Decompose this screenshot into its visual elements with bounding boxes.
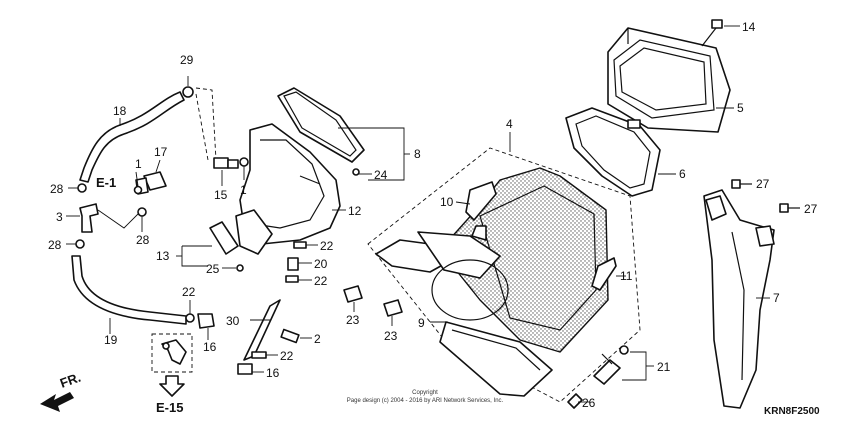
ref-e15: E-15 bbox=[156, 400, 183, 415]
callout-20: 20 bbox=[314, 257, 328, 271]
tee-joint-3 bbox=[66, 203, 141, 233]
callout-21: 21 bbox=[657, 360, 671, 374]
clamp-13 bbox=[176, 221, 239, 267]
callout-4: 4 bbox=[506, 117, 513, 131]
side-cover bbox=[703, 189, 775, 409]
clamp-22-top bbox=[293, 241, 318, 249]
clamp-2 bbox=[280, 328, 312, 344]
callout-28-c: 28 bbox=[48, 238, 62, 252]
part-11 bbox=[591, 257, 626, 291]
callout-28-a: 28 bbox=[50, 182, 64, 196]
seal-ring bbox=[277, 87, 410, 181]
callout-labels: 1 1 2 3 4 5 6 7 8 9 10 11 12 13 14 15 16… bbox=[48, 20, 818, 410]
clamp-22-mid bbox=[285, 275, 312, 283]
bolt-27-a bbox=[731, 179, 752, 189]
callout-24: 24 bbox=[374, 168, 388, 182]
callout-22-left: 22 bbox=[182, 285, 196, 299]
callout-22-bottom: 22 bbox=[280, 349, 294, 363]
callout-5: 5 bbox=[737, 101, 744, 115]
callout-19: 19 bbox=[104, 333, 118, 347]
air-filter-element bbox=[607, 27, 734, 133]
bolt-14 bbox=[701, 19, 740, 47]
diagram-code: KRN8F2500 bbox=[764, 406, 820, 417]
callout-16-left: 16 bbox=[203, 340, 217, 354]
callout-14: 14 bbox=[742, 20, 756, 34]
callout-22-top: 22 bbox=[320, 239, 334, 253]
callout-29: 29 bbox=[180, 53, 194, 67]
grommet-23-a bbox=[343, 285, 363, 312]
grommet-23-b bbox=[383, 299, 403, 326]
callout-12: 12 bbox=[348, 204, 362, 218]
screw-24 bbox=[352, 168, 372, 176]
callout-25: 25 bbox=[206, 262, 220, 276]
clamp-29 bbox=[182, 76, 217, 161]
callout-28-b: 28 bbox=[136, 233, 150, 247]
callout-30: 30 bbox=[226, 314, 240, 328]
clamp-22-left bbox=[185, 300, 195, 323]
callout-8: 8 bbox=[414, 147, 421, 161]
clamp-28-b bbox=[137, 207, 147, 232]
callout-11: 11 bbox=[620, 269, 633, 283]
fitting-16-left bbox=[197, 313, 215, 340]
clamp-28-c bbox=[66, 239, 85, 249]
callout-10: 10 bbox=[440, 195, 454, 209]
callout-2: 2 bbox=[314, 332, 321, 346]
front-arrow bbox=[40, 392, 74, 412]
hose-18 bbox=[79, 91, 185, 183]
screw-25 bbox=[222, 264, 244, 272]
copyright-line-2: Page design (c) 2004 - 2016 by ARI Netwo… bbox=[347, 398, 504, 404]
callout-23-b: 23 bbox=[384, 329, 398, 343]
drain-21 bbox=[593, 345, 654, 385]
ref-e1: E-1 bbox=[96, 175, 116, 190]
filter-holder bbox=[565, 107, 676, 197]
callout-17: 17 bbox=[154, 145, 168, 159]
callout-1-right: 1 bbox=[240, 183, 247, 197]
screw-26 bbox=[567, 393, 590, 409]
fitting-15 bbox=[213, 157, 249, 186]
callout-22-mid: 22 bbox=[314, 274, 328, 288]
hose-19 bbox=[71, 255, 187, 334]
callout-7: 7 bbox=[773, 291, 780, 305]
callout-26: 26 bbox=[582, 396, 596, 410]
callout-9: 9 bbox=[418, 316, 425, 330]
callout-15: 15 bbox=[214, 188, 228, 202]
e15-detail-box bbox=[151, 333, 193, 397]
callout-16-bottom: 16 bbox=[266, 366, 280, 380]
air-cleaner-case bbox=[367, 132, 641, 403]
callout-27-b: 27 bbox=[804, 202, 818, 216]
copyright-line-1: Copyright bbox=[412, 390, 438, 396]
clamp-1-left bbox=[133, 171, 143, 195]
callout-3: 3 bbox=[56, 210, 63, 224]
callout-23-a: 23 bbox=[346, 313, 360, 327]
ref-front: FR. bbox=[58, 370, 83, 391]
clamp-28-a bbox=[68, 183, 87, 193]
bolt-27-b bbox=[779, 203, 800, 213]
callout-13: 13 bbox=[156, 249, 170, 263]
connecting-tube bbox=[235, 123, 346, 255]
callout-27-a: 27 bbox=[756, 177, 770, 191]
callout-1-left: 1 bbox=[135, 157, 142, 171]
fitting-20 bbox=[287, 257, 312, 271]
part-10 bbox=[455, 181, 497, 221]
callout-18: 18 bbox=[113, 104, 127, 118]
tube-30 bbox=[243, 299, 281, 361]
clamp-22-bottom bbox=[251, 351, 278, 359]
fitting-16-bottom bbox=[237, 363, 264, 375]
callout-6: 6 bbox=[679, 167, 686, 181]
